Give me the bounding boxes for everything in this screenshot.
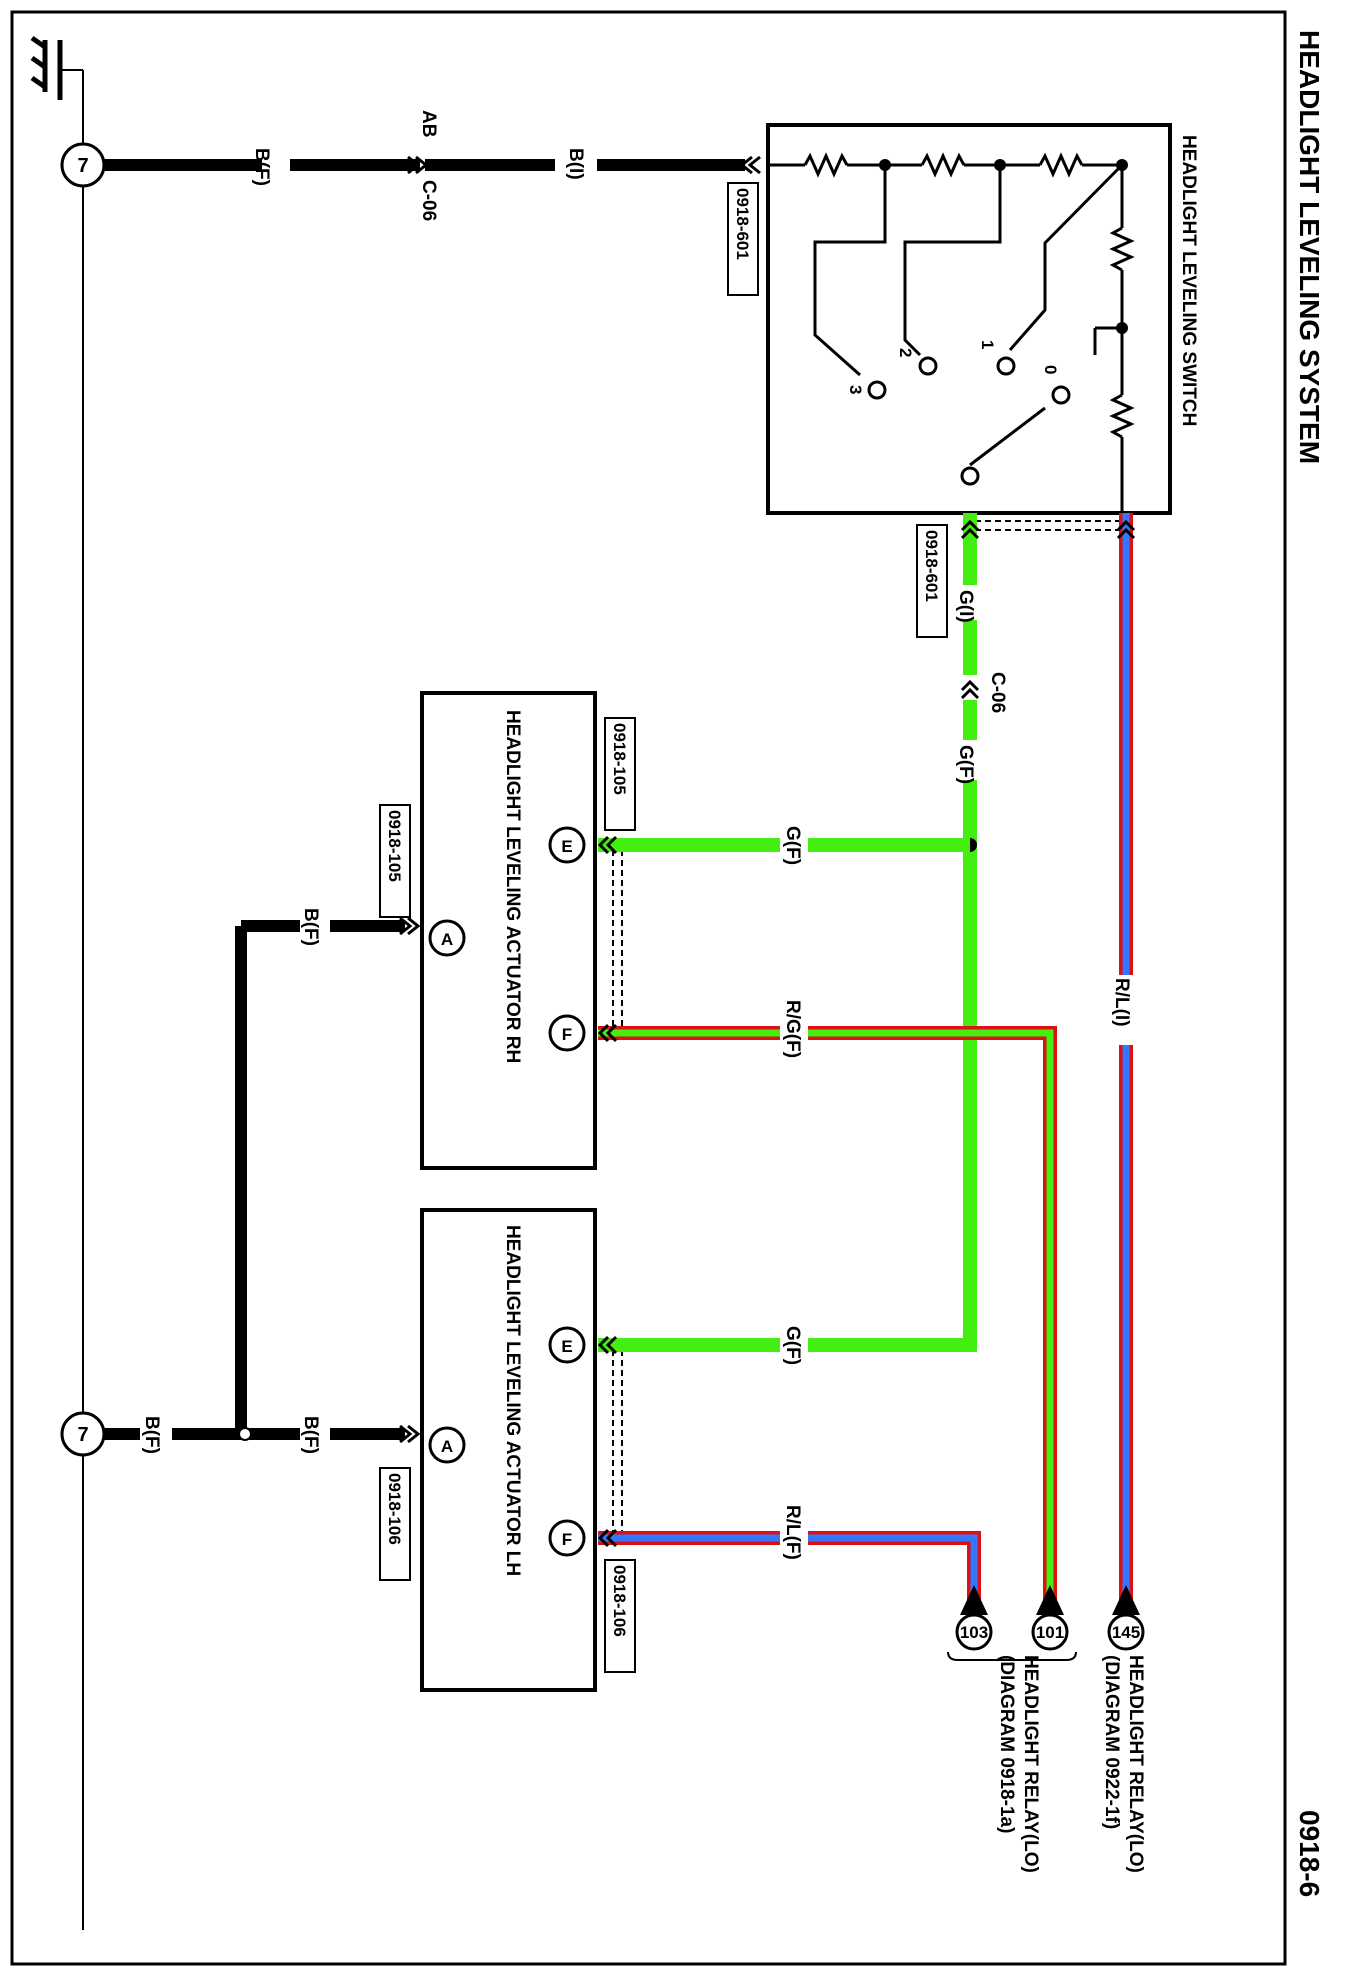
wire-label-g-f-vertical: G(F) [955,745,976,784]
page-number: 0918-6 [1294,1810,1325,1897]
wire-label-b-f-rh: B(F) [300,908,321,946]
ground-icon [30,35,63,100]
ground-rail [30,35,84,1930]
headlight-leveling-switch-box [766,123,1172,515]
wire-b-f-actuators [104,916,421,1444]
svg-text:0918-105: 0918-105 [610,723,629,795]
actuator-lh-terminal-a[interactable]: A [428,1426,466,1464]
svg-text:0918-106: 0918-106 [385,1473,404,1545]
svg-text:101: 101 [1036,1623,1064,1642]
switch-connector-tag: 0918-601 [727,182,759,296]
switch-junctions [879,159,1128,334]
actuator-rh-a-connector-tag: 0918-105 [379,804,411,918]
actuator-rh-terminal-e[interactable]: E [548,826,586,864]
svg-text:0918-601: 0918-601 [922,530,941,602]
svg-text:A: A [441,930,453,949]
actuator-lh-title: HEADLIGHT LEVELING ACTUATOR LH [502,1225,523,1576]
ref-note-relay-lo-2-line1: HEADLIGHT RELAY(LO) [1020,1655,1041,1873]
ref-145: 145 [1107,1613,1145,1651]
svg-text:103: 103 [960,1623,988,1642]
actuator-lh-terminal-f[interactable]: F [548,1519,586,1557]
wire-label-b-i-top: B(I) [565,148,586,180]
ground-point-top: 7 [60,142,106,188]
switch-bottom-connector-tag: 0918-601 [916,524,948,638]
wire-label-r-g-f: R/G(F) [782,1000,803,1058]
actuator-rh-terminal-f[interactable]: F [548,1014,586,1052]
wire-label-r-l-f: R/L(F) [782,1505,803,1560]
switch-position-2: 2 [896,348,915,357]
svg-text:E: E [561,837,572,856]
wire-label-g-i: G(I) [955,590,976,623]
actuator-lh-box [420,1208,597,1692]
wire-g-f-rh [597,835,970,855]
actuator-lh-a-connector-tag: 0918-106 [379,1467,411,1581]
svg-text:0918-105: 0918-105 [385,810,404,882]
wire-label-b-f-top: B(F) [251,148,272,186]
wire-green-trunk [960,513,980,1345]
connector-c06-top: C-06 [418,180,439,221]
svg-text:0918-106: 0918-106 [610,1565,629,1637]
diagram-frame [10,10,1287,1966]
svg-text:E: E [561,1337,572,1356]
svg-text:A: A [441,1437,453,1456]
actuator-lh-connector-tag: 0918-106 [604,1559,636,1673]
wire-label-g-f-lh: G(F) [782,1326,803,1365]
svg-text:F: F [562,1025,572,1044]
switch-position-3: 3 [846,385,865,394]
ref-note-relay-lo-1-line2: (DIAGRAM 0922-1f) [1101,1655,1122,1829]
wire-g-f-lh [597,1335,977,1355]
wire-r-g-f [597,1023,1064,1615]
wire-b-top [104,155,761,175]
ref-bracket [947,1651,1077,1661]
connector-c06-mid: C-06 [987,672,1008,713]
svg-text:0918-601: 0918-601 [733,188,752,260]
actuator-rh-connector-tag: 0918-105 [604,717,636,831]
switch-title: HEADLIGHT LEVELING SWITCH [1178,135,1199,426]
wire-label-r-l-i: R/L(I) [1111,978,1132,1027]
actuator-lh-terminal-e[interactable]: E [548,1326,586,1364]
switch-position-contacts [867,356,1071,486]
switch-position-0: 0 [1041,365,1060,374]
actuator-rh-box [420,691,597,1170]
wire-r-l-i [1112,513,1140,1615]
svg-text:F: F [562,1530,572,1549]
ref-101: 101 [1031,1613,1069,1651]
switch-position-1: 1 [978,340,997,349]
ref-note-relay-lo-1-line1: HEADLIGHT RELAY(LO) [1125,1655,1146,1873]
actuator-rh-title: HEADLIGHT LEVELING ACTUATOR RH [502,710,523,1063]
switch-internal-circuit [768,152,1135,513]
actuator-rh-terminal-a[interactable]: A [428,919,466,957]
diagram-title: HEADLIGHT LEVELING SYSTEM [1294,30,1325,464]
wire-label-g-f-rh: G(F) [782,826,803,865]
connector-ab: AB [418,110,439,137]
wire-label-b-f-ground: B(F) [141,1416,162,1454]
wire-label-b-f-lh: B(F) [300,1416,321,1454]
svg-text:7: 7 [77,155,88,177]
svg-text:7: 7 [77,1424,88,1446]
ref-103: 103 [955,1613,993,1651]
svg-text:145: 145 [1112,1623,1140,1642]
wire-r-l-f [597,1528,988,1615]
ground-point-bottom: 7 [60,1411,106,1457]
ref-note-relay-lo-2-line2: (DIAGRAM 0918-1a) [996,1655,1017,1833]
